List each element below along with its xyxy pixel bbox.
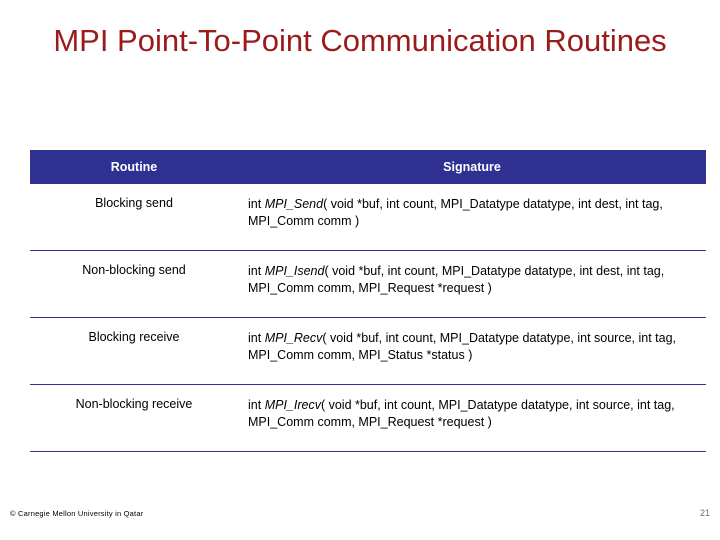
signature-prefix: int (248, 264, 265, 278)
signature-params: ( void *buf, int count, MPI_Datatype dat… (248, 331, 677, 362)
table-row: Blocking send int MPI_Send( void *buf, i… (30, 184, 706, 251)
table-row: Non-blocking send int MPI_Isend( void *b… (30, 250, 706, 318)
signature-function-name: MPI_Irecv (264, 398, 321, 412)
table-row: Blocking receive int MPI_Recv( void *buf… (30, 317, 706, 385)
cell-signature: int MPI_Isend( void *buf, int count, MPI… (238, 250, 706, 318)
routines-table-container: Routine Signature Blocking send int MPI_… (30, 150, 706, 452)
signature-function-name: MPI_Recv (264, 331, 323, 345)
signature-params: ( void *buf, int count, MPI_Datatype dat… (248, 398, 675, 429)
cell-signature: int MPI_Irecv( void *buf, int count, MPI… (238, 384, 706, 452)
table-row: Non-blocking receive int MPI_Irecv( void… (30, 384, 706, 452)
cell-routine: Non-blocking send (30, 250, 238, 318)
table-header-row: Routine Signature (30, 150, 706, 184)
column-header-signature: Signature (238, 150, 706, 184)
signature-function-name: MPI_Isend (264, 264, 325, 278)
signature-prefix: int (248, 398, 265, 412)
page-title: MPI Point-To-Point Communication Routine… (53, 23, 667, 58)
cell-signature: int MPI_Recv( void *buf, int count, MPI_… (238, 317, 706, 385)
cell-signature: int MPI_Send( void *buf, int count, MPI_… (238, 184, 706, 251)
table-header: Routine Signature (30, 150, 706, 184)
signature-prefix: int (248, 331, 265, 345)
signature-params: ( void *buf, int count, MPI_Datatype dat… (248, 197, 663, 228)
signature-function-name: MPI_Send (264, 197, 324, 211)
signature-params: ( void *buf, int count, MPI_Datatype dat… (248, 264, 665, 295)
signature-prefix: int (248, 197, 265, 211)
footer-page-number: 21 (699, 508, 710, 518)
footer-copyright: © Carnegie Mellon University in Qatar (10, 509, 144, 518)
column-header-routine: Routine (30, 150, 238, 184)
routines-table: Routine Signature Blocking send int MPI_… (30, 150, 706, 452)
table-body: Blocking send int MPI_Send( void *buf, i… (30, 184, 706, 452)
cell-routine: Non-blocking receive (30, 384, 238, 452)
cell-routine: Blocking receive (30, 317, 238, 385)
cell-routine: Blocking send (30, 184, 238, 251)
